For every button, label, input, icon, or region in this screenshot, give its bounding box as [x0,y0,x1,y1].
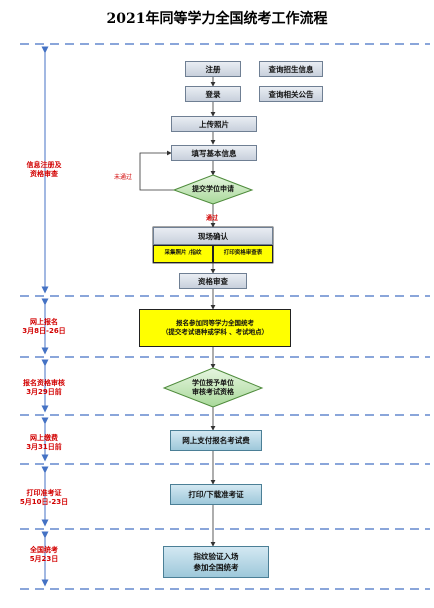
phase-label-qualification-review: 报名资格审核 3月29日前 [4,379,84,398]
national-exam-step: 指纹验证入场 参加全国统考 [163,546,269,578]
register-exam-line1: 报名参加同等学力全国统考 [176,318,254,327]
phase-name: 报名资格审核 [23,379,65,387]
exam-line1: 指纹验证入场 [193,551,239,561]
submit-apply-diamond [172,174,254,205]
phase-date: 5月23日 [29,555,59,564]
exam-line2: 参加全国统考 [193,563,239,572]
phase-name: 网上缴费 [30,434,58,442]
unit-review-line2: 审核考试资格 [192,388,234,397]
upload-photo-step: 上传照片 [171,116,257,132]
qualification-review-step: 资格审查 [179,273,247,289]
phase-date: 3月29日前 [26,388,62,397]
phase-name: 信息注册及 [26,161,62,169]
phase-date: 3月8日-26日 [22,327,66,336]
query-admission-step: 查询招生信息 [259,61,323,77]
not-passed-label: 未通过 [114,174,133,181]
passed-label: 通过 [206,215,219,222]
register-exam-line2: （提交考试语种或学科 、考试地点） [161,328,269,336]
phase-date: 资格审查 [30,170,58,179]
phase-name: 全国统考 [30,546,58,554]
phase-name: 网上报名 [30,318,58,326]
phase-label-print-ticket: 打印准考证 5月10日-23日 [4,489,84,508]
phase-name: 打印准考证 [26,489,62,497]
phase-label-online-payment: 网上缴费 3月31日前 [4,434,84,453]
print-review-form-step: 打印资格审查表 [213,245,273,263]
unit-review-diamond [162,367,264,408]
pay-fee-step: 网上支付报名考试费 [170,430,262,451]
register-exam-step: 报名参加同等学力全国统考 （提交考试语种或学科 、考试地点） [139,309,291,347]
unit-review-label: 学位授予单位 审核考试资格 [174,379,252,398]
register-step: 注册 [185,61,241,77]
phase-date: 3月31日前 [26,443,62,452]
unit-review-line1: 学位授予单位 [192,379,234,387]
onsite-confirm-step: 现场确认 [153,227,273,245]
phase-label-info-register: 信息注册及 资格审查 [4,161,84,180]
submit-apply-label: 提交学位申请 [192,185,234,193]
phase-separators [20,43,430,590]
query-notice-step: 查询相关公告 [259,86,323,102]
print-ticket-step: 打印/下载准考证 [170,484,262,505]
phase-label-online-register: 网上报名 3月8日-26日 [4,318,84,337]
flow-connectors [139,77,216,547]
phase-label-national-exam: 全国统考 5月23日 [4,546,84,565]
photo-fingerprint-step: 采集照片 /指纹 [153,245,213,263]
page-title: 2021年同等学力全国统考工作流程 [106,11,328,27]
phase-date: 5月10日-23日 [19,498,69,507]
fill-info-step: 填写基本信息 [171,145,257,161]
login-step: 登录 [185,86,241,102]
